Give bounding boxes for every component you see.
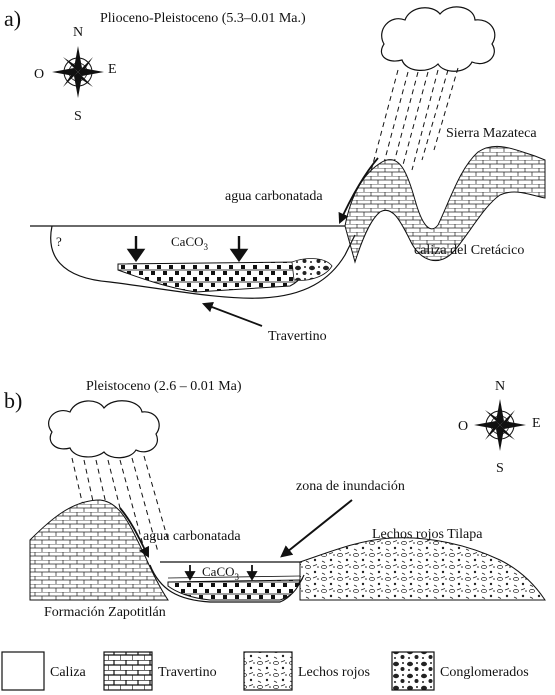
legend-swatch-conglomerados	[391, 651, 435, 691]
compass-rose-icon	[474, 399, 526, 451]
red-beds-hill	[299, 537, 546, 601]
compass-a-north: N	[73, 25, 83, 40]
deposition-arrows	[126, 236, 249, 263]
label-caco3-b: CaCO3	[202, 564, 240, 582]
legend-label-travertino: Travertino	[158, 665, 217, 680]
compass-a-south: S	[74, 109, 82, 124]
panel-a: a) Plioceno-Pleistoceno (5.3–0.01 Ma.) N…	[4, 6, 546, 344]
legend: Caliza Travertino Lechos rojos Conglomer…	[1, 651, 529, 691]
compass-a-west: O	[34, 67, 44, 82]
label-zona: zona de inundación	[296, 479, 405, 494]
legend-label-caliza: Caliza	[50, 665, 87, 680]
legend-swatch-travertino	[103, 651, 153, 691]
limestone-mountain	[344, 145, 546, 264]
deposition-arrows	[184, 565, 258, 581]
limestone-hill	[29, 499, 169, 601]
legend-item-lechos-rojos: Lechos rojos	[243, 651, 370, 691]
travertine-deposit	[167, 579, 301, 601]
water-flow-arrow	[119, 507, 149, 558]
legend-item-conglomerados: Conglomerados	[391, 651, 529, 691]
legend-label-conglomerados: Conglomerados	[440, 665, 529, 680]
legend-item-caliza: Caliza	[1, 651, 87, 691]
label-question: ?	[56, 234, 62, 249]
legend-label-lechos-rojos: Lechos rojos	[298, 665, 370, 680]
travertino-pointer	[201, 302, 263, 327]
compass-b-south: S	[496, 461, 504, 476]
panel-b-title: Pleistoceno (2.6 – 0.01 Ma)	[86, 379, 242, 394]
panel-a-letter: a)	[4, 6, 21, 31]
label-caliza-cretacico: caliza del Cretácico	[414, 243, 524, 258]
legend-swatch-caliza	[1, 651, 45, 691]
label-agua-a: agua carbonatada	[225, 189, 323, 204]
legend-item-travertino: Travertino	[103, 651, 217, 691]
conglomerate-lens	[291, 258, 333, 281]
label-agua-b: agua carbonatada	[143, 529, 241, 544]
compass-rose-icon	[52, 46, 104, 98]
panel-b: b) Pleistoceno (2.6 – 0.01 Ma) N S E O	[4, 379, 546, 620]
panel-b-letter: b)	[4, 388, 22, 413]
label-sierra: Sierra Mazateca	[446, 126, 537, 141]
label-lechos-tilapa: Lechos rojos Tilapa	[372, 527, 483, 542]
lake-basin	[50, 225, 356, 299]
label-caco3-a: CaCO3	[171, 234, 209, 252]
label-travertino-a: Travertino	[268, 329, 327, 344]
compass-b-west: O	[458, 419, 468, 434]
compass-a-east: E	[108, 62, 117, 77]
compass-b-north: N	[495, 379, 505, 394]
label-formacion: Formación Zapotitlán	[44, 605, 166, 620]
legend-swatch-lechos-rojos	[243, 651, 293, 691]
panel-a-title: Plioceno-Pleistoceno (5.3–0.01 Ma.)	[100, 11, 306, 26]
cloud-icon	[380, 6, 496, 72]
cloud-icon	[48, 400, 160, 459]
compass-b-east: E	[532, 416, 541, 431]
zona-pointer	[280, 499, 353, 558]
water-flow-arrow	[338, 157, 379, 224]
travertine-deposit	[117, 261, 303, 293]
